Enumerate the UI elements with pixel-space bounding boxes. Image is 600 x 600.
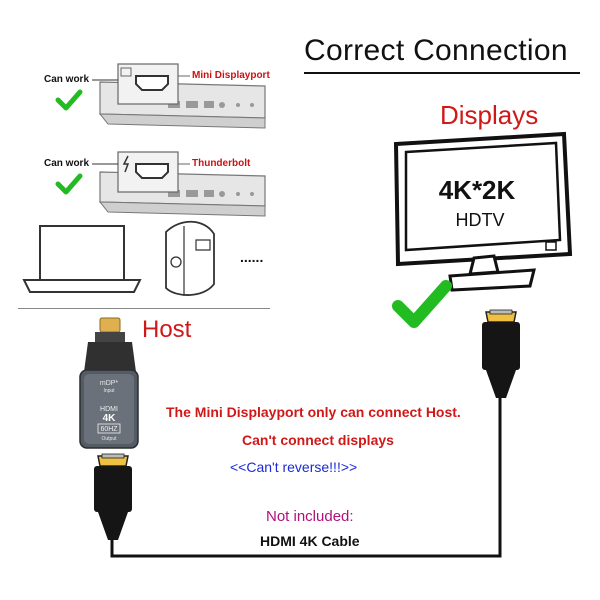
not-included-label: Not included: — [266, 508, 354, 525]
check-icon — [392, 280, 452, 328]
mini-displayport-label: Mini Displayport — [192, 70, 270, 81]
adapter-label-4k: 4K — [103, 413, 117, 424]
check-icon — [55, 173, 83, 195]
title-underline — [304, 72, 580, 74]
adapter-label-input: Input — [103, 388, 115, 394]
no-displays-note: Can't connect displays — [242, 432, 394, 448]
thunderbolt-port-callout — [117, 151, 190, 193]
can-work-label-2: Can work — [44, 158, 90, 169]
thunderbolt-label: Thunderbolt — [192, 158, 251, 169]
host-label: Host — [142, 316, 192, 343]
page-title: Correct Connection — [304, 34, 568, 67]
displays-heading: Displays — [440, 100, 539, 130]
adapter-label-hdmi: HDMI — [100, 406, 118, 413]
hdmi-plug-right — [482, 309, 520, 398]
more-devices-ellipsis: ...... — [240, 249, 263, 265]
monitor-icon — [393, 131, 573, 292]
cable-label: HDMI 4K Cable — [260, 533, 360, 549]
section-divider — [18, 308, 270, 309]
hdmi-cable-wire — [110, 398, 502, 558]
mini-dp-port-callout — [117, 63, 190, 105]
can-work-label-1: Can work — [44, 74, 90, 85]
monitor-hdtv: HDTV — [456, 210, 505, 230]
adapter-label-60hz: 60HZ — [100, 426, 118, 433]
desktop-tower-icon — [165, 220, 215, 296]
mini-dp-to-hdmi-adapter — [79, 317, 139, 449]
no-reverse-note: <<Can't reverse!!!>> — [230, 459, 358, 475]
adapter-label-mdp: mDP* — [100, 380, 119, 387]
laptop-icon — [22, 225, 142, 293]
monitor-resolution: 4K*2K — [439, 175, 516, 205]
hdmi-plug-left — [94, 453, 132, 540]
check-icon — [55, 89, 83, 111]
host-only-note: The Mini Displayport only can connect Ho… — [166, 404, 461, 420]
adapter-label-output: Output — [101, 436, 117, 442]
